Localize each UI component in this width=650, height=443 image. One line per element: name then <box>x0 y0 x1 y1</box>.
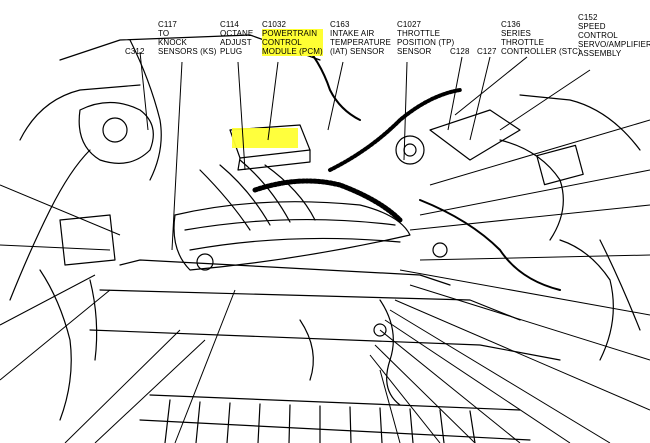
label-c163: C163 INTAKE AIR TEMPERATURE (IAT) SENSOR <box>330 20 391 56</box>
label-c1027: C1027 THROTTLE POSITION (TP) SENSOR <box>397 20 455 56</box>
label-c1032-pcm: C1032 POWERTRAIN CONTROL MODULE (PCM) <box>262 20 323 56</box>
label-c117: C117 TO KNOCK SENSORS (KS) <box>158 20 217 56</box>
label-c312: C312 <box>125 47 145 56</box>
label-c152: C152 SPEED CONTROL SERVO/AMPLIFIER ASSEM… <box>578 13 650 58</box>
label-c136: C136 SERIES THROTTLE CONTROLLER (STC) <box>501 20 581 56</box>
pcm-highlight <box>232 128 298 148</box>
label-c127: C127 <box>477 47 497 56</box>
label-c128: C128 <box>450 47 470 56</box>
label-c114: C114 OCTANE ADJUST PLUG <box>220 20 254 56</box>
